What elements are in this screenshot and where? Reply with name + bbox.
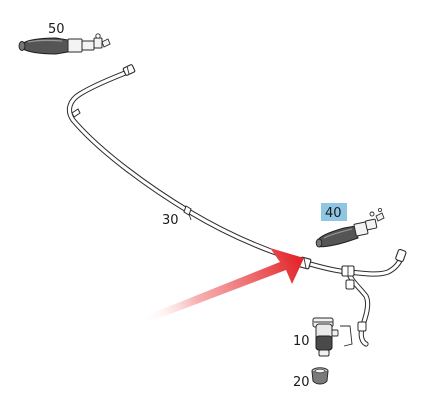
callout-50: 50 (48, 22, 65, 37)
washer-nozzle-40 (315, 207, 385, 248)
callout-10: 10 (293, 334, 310, 349)
washer-hose-line (66, 64, 407, 277)
hose-t-junction (341, 265, 371, 331)
leader-bracket (340, 325, 353, 347)
callout-20: 20 (293, 375, 310, 390)
washer-nozzle-50 (18, 33, 111, 55)
hose-end-connector-top (122, 64, 136, 76)
callout-40-highlight (321, 203, 347, 221)
callout-40: 40 (325, 206, 342, 221)
washer-pump-10 (312, 317, 339, 357)
pump-grommet-20 (311, 367, 329, 385)
hose-clip-upper (71, 108, 81, 118)
pump-hose-elbow (357, 321, 369, 347)
hose-clip-middle (183, 205, 192, 221)
callout-30: 30 (162, 213, 179, 228)
red-pointer-arrow (140, 248, 304, 324)
hose-end-connector-right (395, 248, 407, 262)
